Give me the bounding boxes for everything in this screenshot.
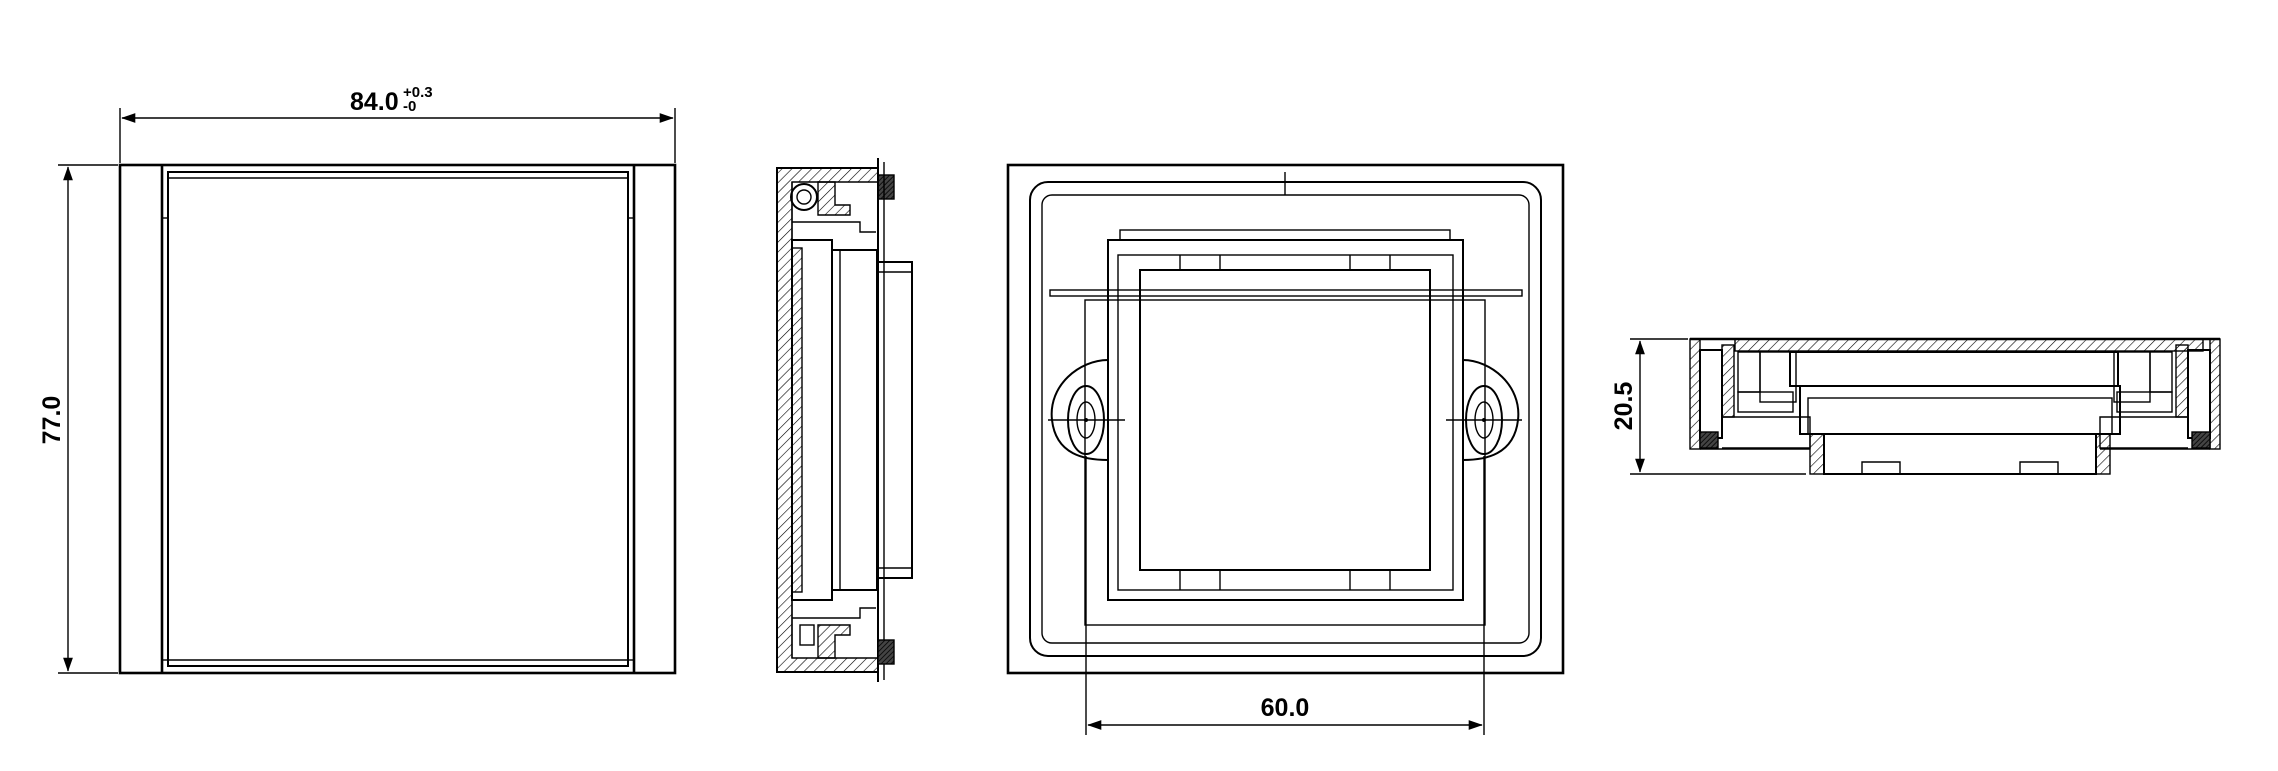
back-outline [1006, 163, 1565, 675]
width-value: 84.0 [350, 88, 399, 116]
front-outline [118, 163, 677, 675]
hole-spacing-value: 60.0 [1261, 694, 1310, 722]
bottom-section-view: 20.5 [1610, 337, 2221, 475]
hole-spacing-dimension: 60.0 [1085, 456, 1485, 735]
width-tol-lower: -0 [403, 98, 416, 115]
front-panel-face [167, 171, 629, 667]
side-section-view [776, 158, 913, 682]
height-value: 77.0 [38, 396, 66, 445]
front-view: 84.0 +0.3 -0 77.0 [38, 84, 677, 675]
back-view: 60.0 [1006, 163, 1565, 735]
depth-dimension: 20.5 [1610, 338, 1806, 475]
width-dimension: 84.0 +0.3 -0 [119, 84, 676, 163]
width-tol-upper: +0.3 [403, 84, 433, 101]
depth-value: 20.5 [1610, 382, 1638, 431]
height-dimension: 77.0 [38, 164, 118, 674]
